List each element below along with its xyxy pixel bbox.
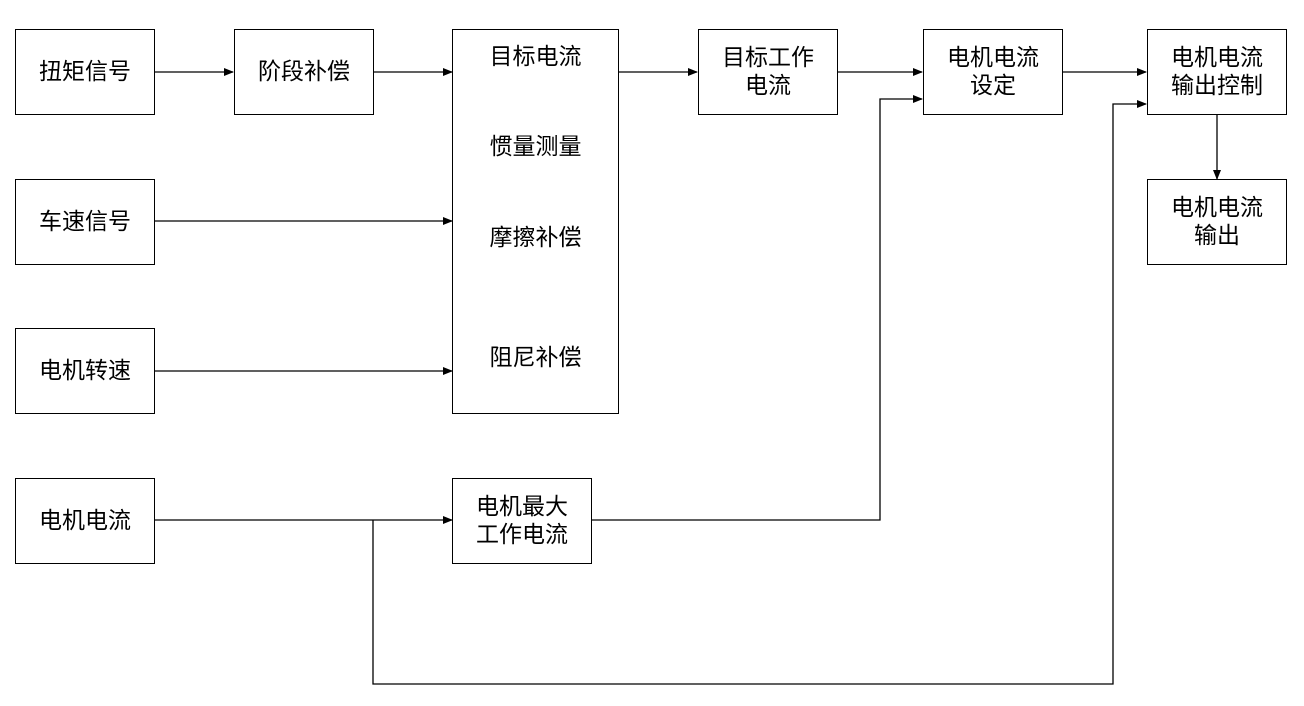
motor-current-output-control-box: 电机电流 输出控制 [1147, 29, 1287, 115]
motor-current-label: 电机电流 [39, 508, 131, 534]
motor-speed-box: 电机转速 [15, 328, 155, 414]
processing-item-inertia-measurement: 惯量测量 [489, 134, 582, 160]
motor-max-working-current-line-2: 工作电流 [476, 522, 568, 548]
stage-compensation-label: 阶段补偿 [258, 59, 350, 85]
vehicle-speed-signal-box: 车速信号 [15, 179, 155, 265]
motor-current-setting-box: 电机电流 设定 [923, 29, 1063, 115]
motor-current-output-control-line-2: 输出控制 [1171, 73, 1263, 99]
processing-block: 目标电流 惯量测量 摩擦补偿 阻尼补偿 [452, 29, 619, 414]
arrow-current-feedback-to-output-control [372, 100, 1147, 685]
motor-current-setting-line-1: 电机电流 [947, 45, 1039, 71]
vehicle-speed-signal-label: 车速信号 [39, 209, 131, 235]
target-working-current-box: 目标工作 电流 [698, 29, 838, 115]
torque-signal-box: 扭矩信号 [15, 29, 155, 115]
motor-current-output-line-1: 电机电流 [1171, 195, 1263, 221]
arrow-max-to-setting [592, 95, 923, 521]
motor-max-working-current-line-1: 电机最大 [476, 494, 568, 520]
processing-item-damping-compensation: 阻尼补偿 [489, 345, 582, 371]
torque-signal-label: 扭矩信号 [39, 59, 131, 85]
target-working-current-line-1: 目标工作 [722, 45, 814, 71]
motor-speed-label: 电机转速 [39, 358, 131, 384]
target-working-current-line-2: 电流 [745, 73, 791, 99]
processing-item-target-current: 目标电流 [489, 44, 582, 70]
processing-item-friction-compensation: 摩擦补偿 [489, 225, 582, 251]
motor-current-output-control-line-1: 电机电流 [1171, 45, 1263, 71]
motor-current-setting-line-2: 设定 [970, 73, 1016, 99]
motor-max-working-current-box: 电机最大 工作电流 [452, 478, 592, 564]
motor-current-box: 电机电流 [15, 478, 155, 564]
motor-current-output-box: 电机电流 输出 [1147, 179, 1287, 265]
stage-compensation-box: 阶段补偿 [234, 29, 374, 115]
motor-current-output-line-2: 输出 [1194, 223, 1240, 249]
